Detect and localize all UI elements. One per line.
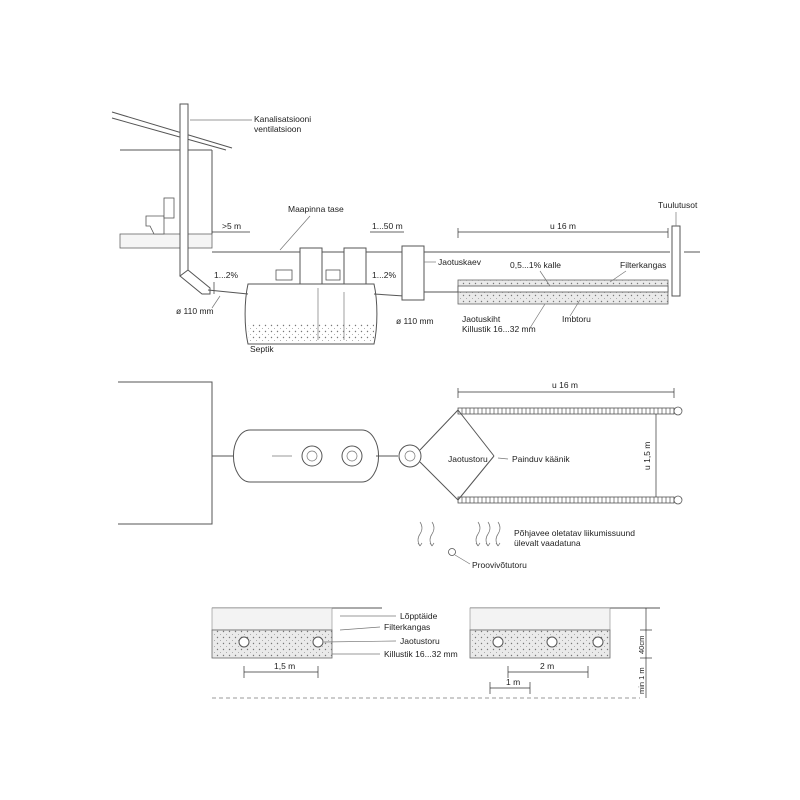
- septic-sludge: [248, 324, 374, 342]
- plan-vent-cap-lower: [673, 495, 683, 505]
- inlet-dia-label: ø 110 mm: [176, 306, 214, 316]
- distribution-layer-label: Jaotuskiht: [462, 314, 501, 324]
- xs-backfill-right: [469, 607, 611, 631]
- outlet-dia-label: ø 110 mm: [396, 316, 434, 326]
- ventilation-pipe: [671, 225, 681, 297]
- septic-manhole-1: [299, 247, 323, 285]
- xs-depth-fill-label: 40cm: [637, 636, 646, 654]
- cross-section-view: Lõpptäide Filterkangas Jaotustoru Killus…: [211, 607, 660, 699]
- xs-pipe-leader: [323, 640, 397, 643]
- dim-house-label: >5 m: [222, 221, 241, 231]
- gravel-label: Killustik 16...32 mm: [462, 324, 536, 334]
- gw-arrow-1: [417, 521, 423, 547]
- plan-branch-lower-2: [457, 455, 495, 501]
- house-roof-inner: [111, 117, 227, 151]
- plan-septic-manhole-1-inner: [306, 450, 318, 462]
- xs-depth-min-label: min 1 m: [637, 667, 646, 694]
- groundwater-label-2: ülevalt vaadatuna: [514, 538, 581, 548]
- xs-pipe-label: Jaotustoru: [400, 636, 440, 646]
- gw-arrow-5: [495, 521, 501, 547]
- house-roof: [111, 111, 233, 149]
- gw-arrow-4: [485, 521, 491, 547]
- vent-stack: [179, 103, 189, 277]
- absorption-pipe-leader: [569, 299, 581, 317]
- pipe-slope-label: 0,5...1% kalle: [510, 260, 561, 270]
- xs-pipe-4: [546, 636, 558, 648]
- gw-arrow-3: [475, 521, 481, 547]
- filter-fabric-label: Filterkangas: [620, 260, 666, 270]
- plan-distribution-well: [398, 444, 422, 468]
- xs-spacing-right-label: 2 m: [540, 661, 554, 671]
- distribution-well: [401, 245, 425, 301]
- sample-pipe-leader: [454, 554, 471, 565]
- plan-flex-bend-leader: [497, 457, 509, 460]
- plan-distribution-well-inner: [404, 450, 416, 462]
- toilet-tank-icon: [163, 197, 175, 219]
- plan-branch-upper-2: [457, 409, 495, 457]
- house-floor: [119, 233, 213, 249]
- xs-pipe-5: [592, 636, 604, 648]
- inlet-dia-leader: [211, 295, 221, 309]
- plan-absorption-pipe-lower: [457, 496, 675, 504]
- ground-level-leader: [279, 215, 311, 251]
- gravel-leader: [529, 303, 546, 329]
- vent-label-2: ventilatsioon: [254, 124, 302, 134]
- plan-branch-upper: [419, 409, 459, 451]
- septic-box-2: [325, 269, 341, 281]
- plan-vent-cap-upper: [673, 406, 683, 416]
- vent-label-1: Kanalisatsiooni: [254, 114, 311, 124]
- absorption-pipe-label: Imbtoru: [562, 314, 591, 324]
- xs-spacing-left-label: 1,5 m: [274, 661, 295, 671]
- plan-branch-lower: [419, 461, 459, 501]
- sample-pipe-label: Proovivõtutoru: [472, 560, 527, 570]
- plan-width-label: u 1,5 m: [642, 442, 652, 470]
- inlet-pipe: [207, 289, 249, 295]
- plan-septic-manhole-2: [341, 445, 363, 467]
- septic-label: Septik: [250, 344, 274, 354]
- filter-fabric-leader: [609, 270, 627, 283]
- xs-filter-label: Filterkangas: [384, 622, 430, 632]
- xs-backfill-left: [211, 607, 333, 631]
- pipe-slope-leader: [539, 270, 551, 287]
- xs-backfill-label: Lõpptäide: [400, 611, 438, 621]
- xs-spacing-small-label: 1 m: [506, 677, 520, 687]
- toilet-icon: [145, 215, 165, 235]
- plan-flex-bend-label: Painduv käänik: [512, 454, 570, 464]
- ventilation-pipe-label: Tuulutusot: [658, 200, 698, 210]
- section-view: Kanalisatsiooni ventilatsioon >5 m Maapi…: [111, 103, 700, 354]
- gw-arrow-2: [429, 521, 435, 547]
- ground-level-label: Maapinna tase: [288, 204, 344, 214]
- slope-inlet-label: 1...2%: [214, 270, 239, 280]
- plan-distribution-pipe-label: Jaotustoru: [448, 454, 488, 464]
- vent-elbow: [179, 269, 211, 295]
- dim-length-label: u 16 m: [550, 221, 576, 231]
- groundwater-label-1: Põhjavee oletatav liikumissuund: [514, 528, 635, 538]
- plan-length-label: u 16 m: [552, 380, 578, 390]
- slope-outlet-label: 1...2%: [372, 270, 397, 280]
- xs-pipe-3: [492, 636, 504, 648]
- plan-house-outline: [118, 381, 213, 525]
- sample-pipe-icon: [448, 548, 456, 556]
- outlet-pipe: [373, 293, 405, 297]
- septic-manhole-2: [343, 247, 367, 285]
- xs-gravel-left-texture: [212, 630, 332, 658]
- xs-gravel-label: Killustik 16...32 mm: [384, 649, 458, 659]
- plan-septic-manhole-2-inner: [346, 450, 358, 462]
- xs-pipe-1: [238, 636, 250, 648]
- absorption-pipe-section: [457, 285, 669, 293]
- plan-view: u 16 m u 1,5 m Jaotustoru Painduv käänik…: [118, 380, 683, 570]
- xs-gravel-right-texture: [470, 630, 610, 658]
- dim-well-label: 1...50 m: [372, 221, 403, 231]
- groundwater-arrows: [417, 521, 501, 547]
- plan-absorption-pipe-upper: [457, 407, 675, 415]
- septic-box-1: [275, 269, 293, 281]
- xs-filter-leader: [339, 626, 381, 631]
- xs-pipe-2: [312, 636, 324, 648]
- plan-septic-manhole-1: [301, 445, 323, 467]
- distribution-well-label: Jaotuskaev: [438, 257, 482, 267]
